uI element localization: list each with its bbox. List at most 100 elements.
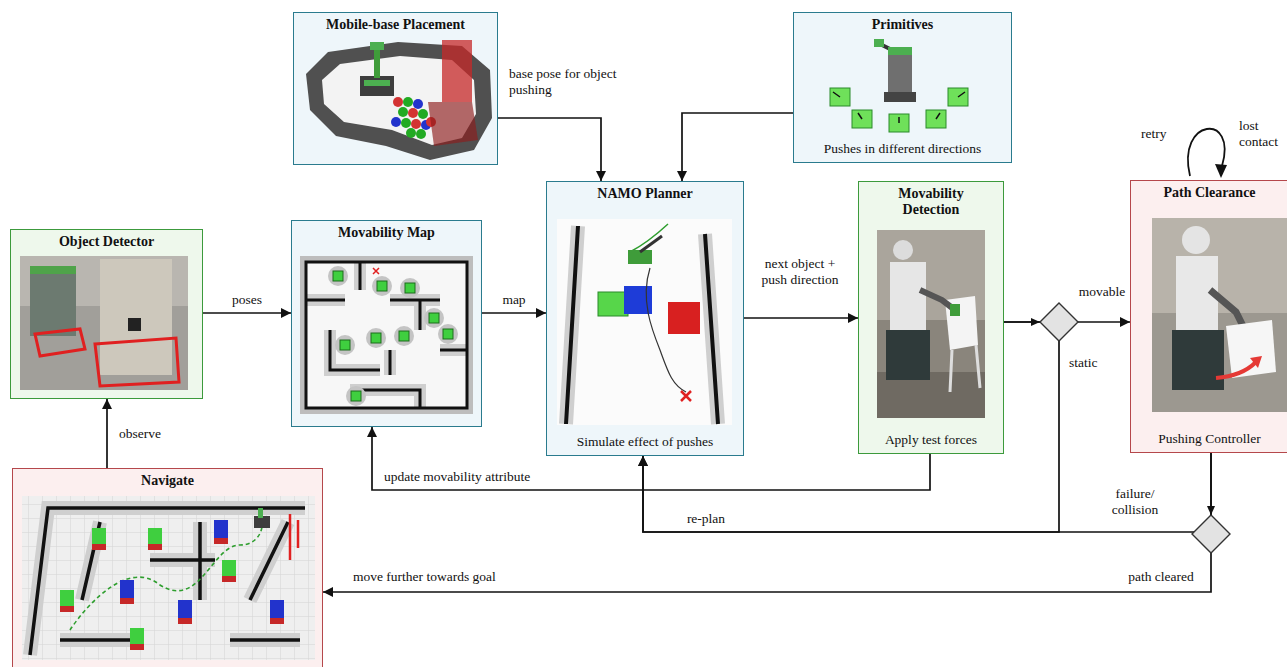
edge-label: next object + push direction — [754, 256, 846, 287]
detection-photo — [893, 240, 913, 260]
clearance-photo — [1182, 226, 1210, 254]
decision-diamond — [1192, 506, 1230, 553]
placement-illustration — [418, 109, 428, 119]
decision-diamond — [1040, 303, 1078, 341]
navigation-illustration — [22, 496, 315, 660]
clearance-photo — [1172, 330, 1224, 390]
placement-illustration — [374, 48, 380, 78]
detection-photo — [950, 345, 980, 392]
detection-photo — [886, 330, 930, 380]
map-illustration — [405, 283, 415, 293]
planner-illustration — [557, 219, 732, 425]
planner-illustration — [566, 226, 718, 424]
map-illustration — [346, 386, 366, 406]
navigation-illustration — [120, 580, 134, 598]
navigation-illustration — [178, 618, 192, 624]
connector-arrow — [744, 317, 858, 319]
placement-illustration — [428, 102, 478, 146]
node-caption: Apply test forces — [881, 432, 981, 453]
placement-illustration — [442, 40, 472, 102]
map-illustration — [306, 262, 467, 408]
connector-arrow — [372, 427, 930, 490]
connector-arrow — [498, 118, 601, 181]
node-title: Object Detector — [47, 230, 166, 250]
detector-photo — [35, 329, 85, 356]
connector-arrow — [106, 399, 108, 468]
map-illustration — [377, 281, 387, 291]
primitives-illustration — [888, 52, 912, 96]
detector-photo — [20, 256, 188, 390]
decision-diamond — [1192, 515, 1230, 553]
placement-illustration — [416, 129, 426, 139]
navigation-illustration — [258, 508, 263, 518]
map-illustration — [306, 262, 467, 408]
navigation-illustration — [120, 598, 134, 604]
detector-photo — [30, 266, 76, 274]
map-illustration — [335, 335, 355, 355]
clearance-photo — [1250, 356, 1262, 368]
clearance-photo — [1152, 218, 1287, 412]
navigation-illustration — [60, 606, 74, 612]
map-illustration — [328, 266, 348, 286]
navigation-illustration — [178, 600, 192, 618]
connector-arrow — [482, 312, 546, 314]
retry-loop — [1188, 129, 1227, 178]
clearance-photo — [1226, 320, 1276, 378]
decision-diamond — [1207, 506, 1215, 515]
loop-label: retry — [1140, 126, 1180, 142]
detection-photo — [877, 230, 985, 418]
connector-arrow — [203, 312, 291, 314]
navigation-illustration — [92, 544, 106, 550]
navigation-illustration — [70, 526, 262, 630]
placement-illustration — [401, 118, 411, 128]
map-illustration — [394, 326, 414, 346]
primitives-illustration — [888, 47, 912, 55]
planner-illustration — [681, 391, 691, 401]
retry-loop — [1215, 164, 1227, 178]
navigation-illustration — [222, 560, 236, 576]
map-illustration — [340, 340, 350, 350]
loop-label: lost contact — [1238, 118, 1284, 149]
navigation-illustration — [270, 600, 284, 618]
node-title: Movability Map — [326, 221, 447, 241]
node-title: Primitives — [860, 13, 945, 33]
placement-illustration — [364, 80, 390, 86]
clearance-photo — [1216, 362, 1256, 378]
planner-illustration — [598, 292, 628, 316]
node-caption: Pushes in different directions — [820, 141, 986, 162]
edge-label: poses — [222, 292, 272, 308]
edge-note: re-plan — [674, 511, 738, 527]
clearance-photo — [1152, 218, 1287, 412]
primitives-illustration — [874, 39, 884, 47]
placement-illustration — [406, 128, 416, 138]
map-illustration — [438, 324, 458, 344]
placement-illustration — [391, 117, 401, 127]
detection-photo — [877, 230, 985, 418]
edge-label: map — [494, 292, 534, 308]
primitives-illustration — [884, 92, 916, 102]
navigation-illustration — [290, 514, 298, 560]
navigation-illustration — [22, 496, 315, 660]
connector-arrow — [643, 453, 1211, 532]
planner-illustration — [630, 224, 668, 252]
map-illustration — [400, 278, 420, 298]
edge-label: observe — [118, 426, 180, 442]
navigation-illustration — [22, 496, 315, 660]
connector-arrow — [323, 453, 1211, 592]
map-illustration — [300, 256, 473, 414]
node-caption: Simulate effect of pushes — [573, 434, 718, 455]
map-illustration — [373, 268, 379, 274]
detector-photo — [20, 256, 188, 390]
navigation-illustration — [222, 576, 236, 582]
planner-illustration — [557, 219, 732, 425]
decision-diamond — [1031, 303, 1078, 341]
navigation-illustration — [214, 520, 228, 538]
navigation-illustration — [92, 528, 106, 544]
placement-illustration — [398, 107, 408, 117]
placement-illustration — [411, 119, 421, 129]
map-illustration — [306, 262, 467, 408]
edge-label: update movability attribute — [383, 469, 583, 485]
placement-illustration — [408, 108, 418, 118]
planner-illustration — [646, 268, 686, 392]
